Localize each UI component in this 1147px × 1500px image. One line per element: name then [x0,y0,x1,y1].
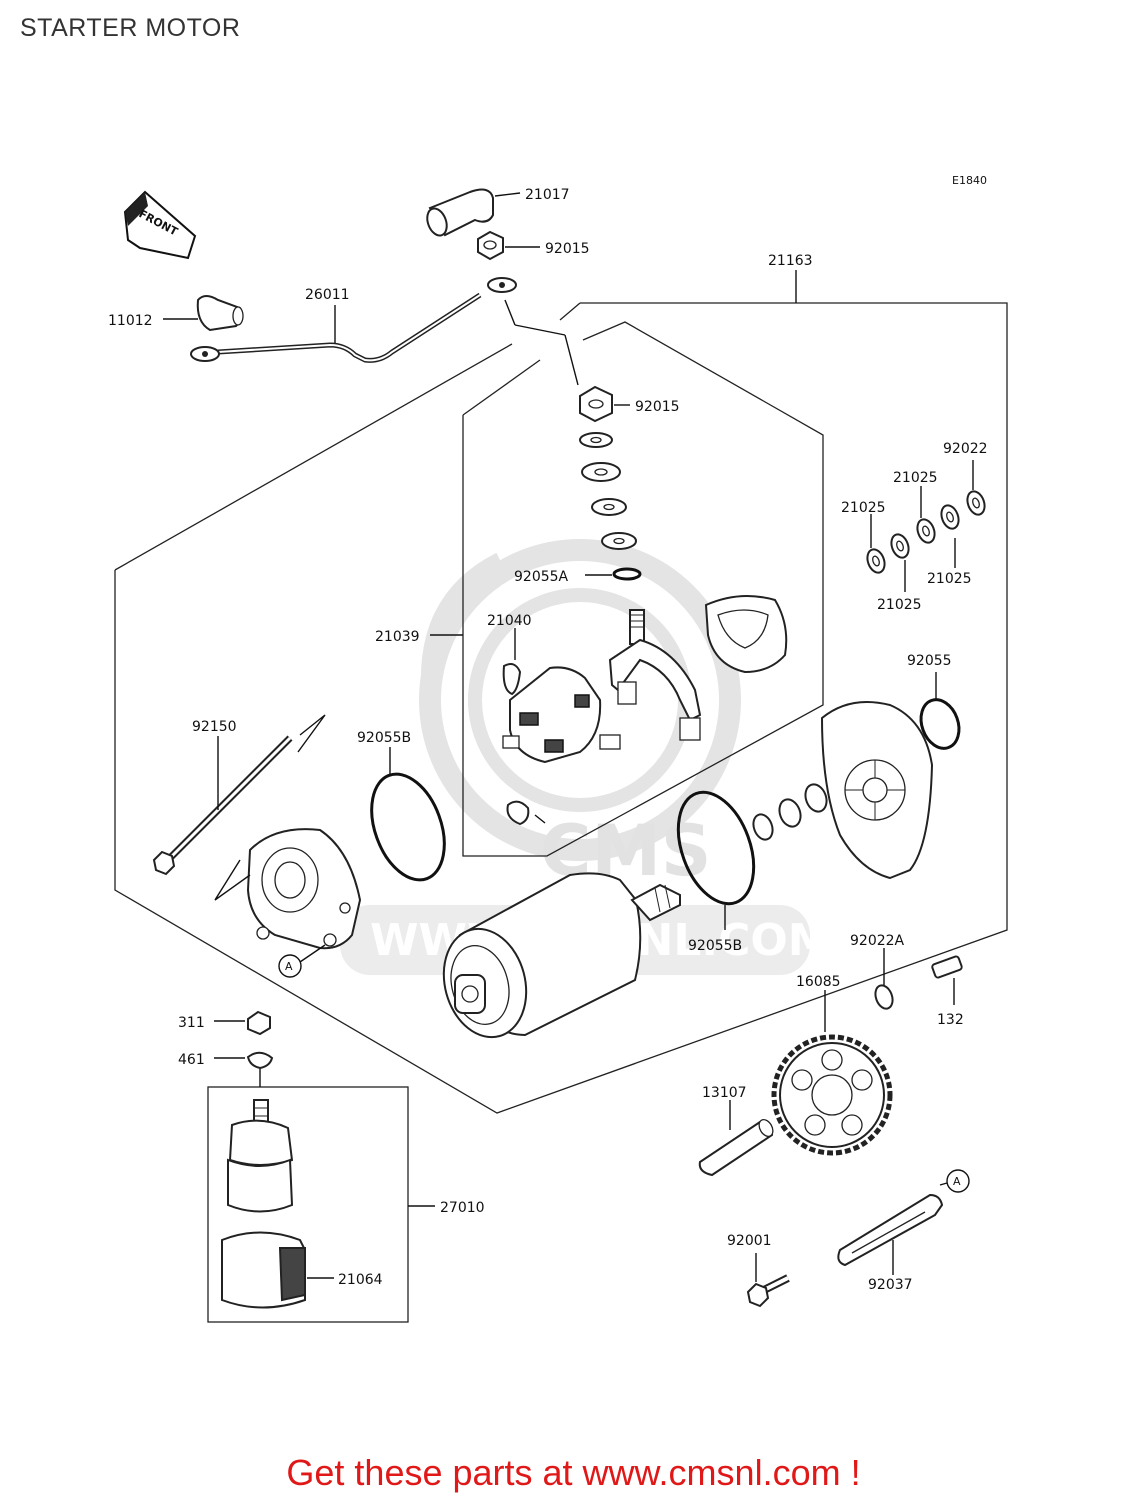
bracket-92037: A 92037 [837,1169,970,1293]
shaft-13107: 13107 [698,1085,774,1177]
cap-11012: 11012 [108,295,244,332]
part-label: 92150 [192,719,237,735]
part-label: 92001 [727,1233,772,1249]
part-label: 21025 [841,500,886,516]
part-label: 21025 [877,597,922,613]
ref-marker: A [285,960,293,973]
cover-ring [704,595,788,674]
footer-link[interactable]: Get these parts at www.cmsnl.com ! [286,1452,861,1493]
part-label: 92055B [357,730,411,746]
clip-461: 461 [178,1051,274,1070]
part-label: 21025 [893,470,938,486]
part-label: 21064 [338,1272,383,1288]
front-arrow-icon: FRONT [123,190,197,260]
shaft-washers [752,783,828,841]
brush-holder-21039: 21040 21039 [375,613,621,826]
part-label: 92015 [635,399,680,415]
part-label: 16085 [796,974,841,990]
part-label: 132 [937,1012,964,1028]
part-label: 92055A [514,569,569,585]
brush-plate [608,609,702,741]
oring-92055B-right: 92055B [676,790,756,954]
sleeve-21064: 21064 [221,1231,383,1309]
part-label: 92015 [545,241,590,257]
assembly-frame [114,270,1008,1114]
motor-yoke [442,872,681,1039]
gear-16085: 16085 [771,974,893,1156]
nut-washer-stack: 92015 [579,385,680,550]
oring-92055A: 92055A [514,567,642,585]
solenoid-27010: 27010 [227,1099,485,1216]
bolt-92150: 92150 [152,714,326,876]
nut-311: 311 [178,1010,271,1036]
bolt-92001: 92001 [727,1233,790,1308]
part-label: 92037 [868,1277,913,1293]
starter-motor-diagram: CMS WWW.CMSNL.COM E1840 FRONT 21017 9201… [108,174,1008,1323]
part-label: 11012 [108,313,153,329]
oring-92055: 92055 [907,653,961,750]
part-label: 92022A [850,933,905,949]
diagram-code: E1840 [952,174,987,187]
part-label: 13107 [702,1085,747,1101]
end-cover [820,701,934,880]
part-label: 92055 [907,653,952,669]
solenoid-frame [207,1086,409,1323]
part-label: 21163 [768,253,813,269]
page-title: STARTER MOTOR [20,14,241,42]
part-label: 21017 [525,187,570,203]
washers-21025: 92022 21025 21025 21025 21025 [841,441,988,613]
part-label: 21025 [927,571,972,587]
washer-92022A: 92022A [850,933,905,1010]
bolt-132: 132 [931,955,964,1028]
part-label: 311 [178,1015,205,1031]
part-label: 26011 [305,287,350,303]
oring-92055B-left: 92055B [357,730,446,882]
ref-marker: A [953,1175,961,1188]
boot-21017: 21017 [426,187,570,237]
part-label: 92022 [943,441,988,457]
cable-26011: 26011 [190,277,579,386]
front-housing: A [214,828,362,978]
part-label: 92055B [688,938,742,954]
part-label: 21039 [375,629,420,645]
part-label: 461 [178,1052,205,1068]
nut-92015-top: 92015 [477,230,590,261]
part-label: 21040 [487,613,532,629]
part-label: 27010 [440,1200,485,1216]
